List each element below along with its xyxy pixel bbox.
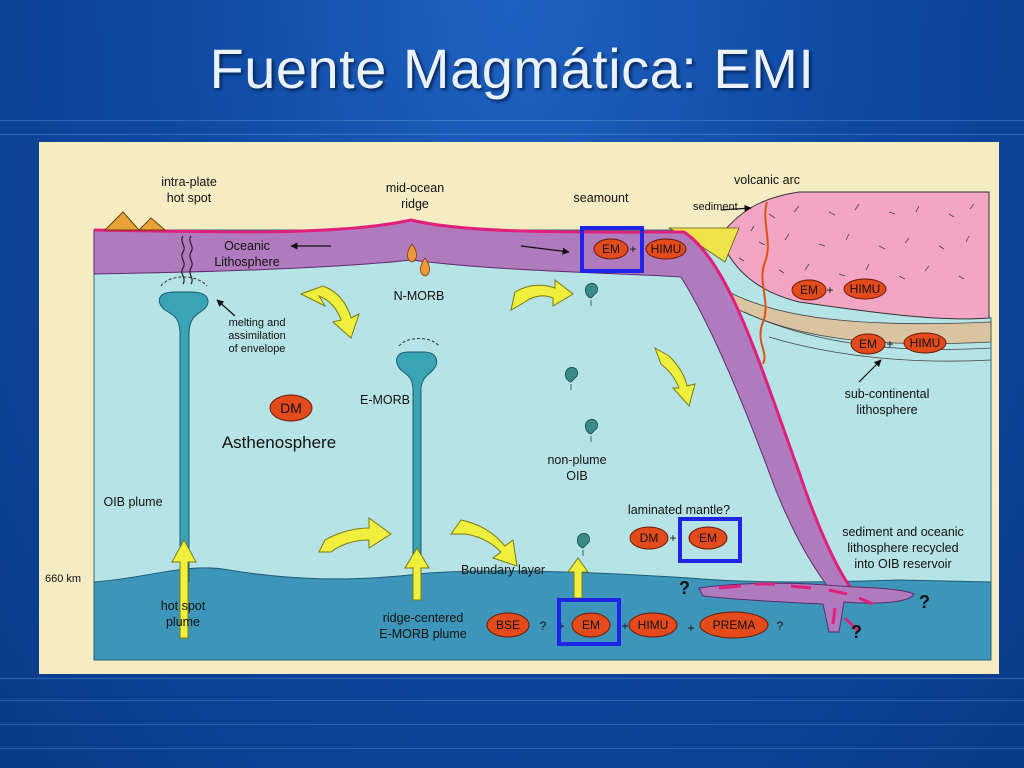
reservoir-label: EM <box>859 337 877 351</box>
label-recycled: into OIB reservoir <box>854 557 951 571</box>
reservoir-chip-em <box>791 279 827 301</box>
volcanic-arc-magma <box>759 201 769 365</box>
flow-arrows <box>216 204 882 383</box>
label-nmorb: N-MORB <box>394 289 445 303</box>
reservoir-chip-himu <box>645 238 687 260</box>
question-mark: ? <box>777 619 784 633</box>
label-hotspot-plume: plume <box>166 615 200 629</box>
reservoir-chip-himu <box>628 612 678 638</box>
reservoir-label: HIMU <box>638 618 669 632</box>
label-intraplate: intra-plate <box>161 175 217 189</box>
label-recycled: sediment and oceanic <box>842 525 964 539</box>
label-boundary-layer: Boundary layer <box>461 563 545 577</box>
convection-arrows <box>299 278 696 567</box>
lithosphere-top-edge <box>93 218 853 589</box>
continent-crust <box>718 191 990 320</box>
reservoir-label: PREMA <box>713 618 756 632</box>
reservoir-label: DM <box>280 400 302 416</box>
highlight-box <box>678 517 742 563</box>
reservoir-chip-dm <box>629 526 669 550</box>
label-sediment: sediment <box>693 201 738 213</box>
question-mark: ? <box>540 619 547 633</box>
label-volcanic-arc: volcanic arc <box>734 173 800 187</box>
lower-mantle-region <box>93 567 992 661</box>
label-oceanic-lithosphere: Lithosphere <box>214 255 279 269</box>
reservoir-label: HIMU <box>850 282 881 296</box>
question-mark: ? <box>679 578 690 598</box>
reservoir-label: HIMU <box>651 242 682 256</box>
reservoir-label: EM <box>800 283 818 297</box>
reservoir-chip-bse <box>486 612 530 638</box>
reservoir-chip-em <box>571 612 611 638</box>
intraplate-conduit <box>181 235 185 285</box>
label-melting: melting and <box>229 317 286 329</box>
reservoir-chip-himu <box>903 332 947 354</box>
label-subcontinental: lithosphere <box>856 403 917 417</box>
label-midocean: ridge <box>401 197 429 211</box>
label-depth: 660 km <box>45 573 81 585</box>
reservoir-chip-dm <box>269 394 313 422</box>
label-emorb: E-MORB <box>360 393 410 407</box>
reservoir-chip-himu <box>843 278 887 300</box>
reservoir-label: HIMU <box>910 336 941 350</box>
label-recycled: lithosphere recycled <box>847 541 958 555</box>
label-laminated: laminated mantle? <box>628 503 730 517</box>
reservoir-chip-em <box>688 526 728 550</box>
question-mark: ? <box>851 622 862 642</box>
reservoir-chip-em <box>850 333 886 355</box>
slab-foot-dashes <box>718 582 874 634</box>
plume-up-arrows <box>171 538 589 639</box>
continent-texture <box>738 203 975 280</box>
mantle-reservoir-diagram: intra-plate hot spot mid-ocean ridge sea… <box>39 142 999 679</box>
slab-foot <box>698 582 915 633</box>
nmorb-droplet <box>407 243 417 263</box>
label-oib-plume: OIB plume <box>103 495 162 509</box>
label-hotspot-plume: hot spot <box>161 599 206 613</box>
label-ridge-plume: E-MORB plume <box>379 627 467 641</box>
plus-sign: + <box>886 337 893 351</box>
label-seamount: seamount <box>574 191 629 205</box>
reservoir-label: EM <box>582 618 600 632</box>
label-midocean: mid-ocean <box>386 181 444 195</box>
plus-sign: + <box>687 621 694 635</box>
intraplate-volcanoes <box>103 211 167 231</box>
reservoir-label: EM <box>602 242 620 256</box>
highlight-box <box>557 598 621 646</box>
label-nonplume: OIB <box>566 469 588 483</box>
reservoir-label: DM <box>640 531 659 545</box>
reservoir-chip-em <box>593 238 629 260</box>
label-subcontinental: sub-continental <box>845 387 930 401</box>
slide-title: Fuente Magmática: EMI <box>209 37 815 100</box>
reservoir-chip-prema <box>699 611 769 639</box>
reservoir-label: EM <box>699 531 717 545</box>
subcontinental-lithosphere <box>728 291 992 345</box>
label-nonplume: non-plume <box>547 453 606 467</box>
plus-sign: + <box>629 242 636 256</box>
highlight-box <box>580 226 644 273</box>
nmorb-droplet <box>420 257 430 277</box>
plus-sign: + <box>826 283 833 297</box>
plus-sign: + <box>669 531 676 545</box>
oib-plume <box>158 291 209 583</box>
label-melting: assimilation <box>228 330 285 342</box>
label-intraplate: hot spot <box>167 191 212 205</box>
reservoir-label: BSE <box>496 618 520 632</box>
label-oceanic-lithosphere: Oceanic <box>224 239 270 253</box>
label-ridge-plume: ridge-centered <box>383 611 464 625</box>
label-asthenosphere: Asthenosphere <box>222 433 336 452</box>
plus-sign: + <box>621 619 628 633</box>
oib-droplets <box>565 283 598 556</box>
question-mark: ? <box>919 592 930 612</box>
label-melting: of envelope <box>229 343 286 355</box>
